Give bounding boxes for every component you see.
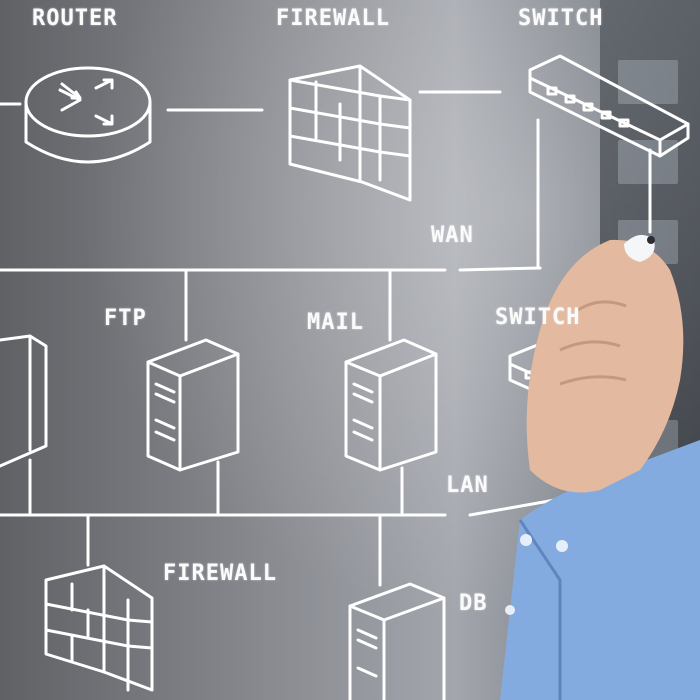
- switch-label-top: SWITCH: [518, 6, 604, 31]
- firewall-icon: [44, 564, 154, 692]
- marker-icon: [624, 234, 655, 262]
- mail-label: MAIL: [307, 310, 364, 335]
- switch-icon: [528, 54, 690, 158]
- lan-label: LAN: [446, 473, 489, 498]
- server-icon: [146, 338, 240, 472]
- firewall-label-top: FIREWALL: [276, 6, 390, 31]
- database-icon: [348, 582, 446, 700]
- db-label: DB: [459, 591, 488, 616]
- background-window: [618, 140, 678, 184]
- wan-label: WAN: [431, 223, 474, 248]
- ftp-label: FTP: [104, 306, 147, 331]
- hand-icon: [500, 239, 700, 700]
- router-icon: [24, 66, 152, 164]
- server-icon: [344, 338, 438, 472]
- switch-label-right: SWITCH: [495, 305, 581, 330]
- firewall-icon: [288, 64, 412, 202]
- firewall-label-bottom: FIREWALL: [163, 561, 277, 586]
- router-label: ROUTER: [32, 6, 118, 31]
- server-icon: [0, 334, 48, 468]
- background-window: [618, 60, 678, 104]
